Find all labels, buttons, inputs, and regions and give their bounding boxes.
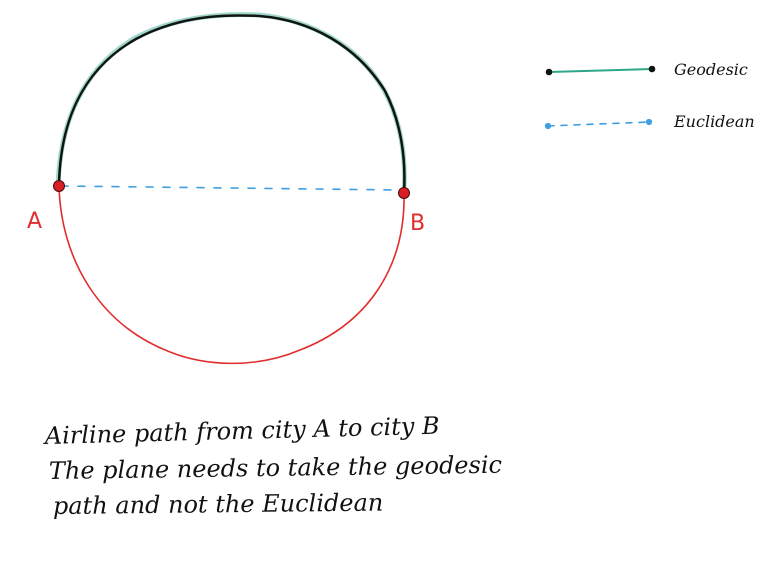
city-b-dot xyxy=(398,187,410,199)
note-line-3: path and not the Euclidean xyxy=(53,489,384,520)
handwritten-note: Airline path from city A to city B The p… xyxy=(42,412,502,520)
legend-euclidean-label: Euclidean xyxy=(673,112,755,131)
legend-euclidean-start-dot xyxy=(544,122,552,130)
legend-geodesic-end-dot xyxy=(648,65,656,73)
geodesic-upper-arc xyxy=(57,14,406,194)
euclidean-dashed-line xyxy=(60,185,401,191)
legend: Geodesic Euclidean xyxy=(544,60,755,131)
legend-geodesic-line xyxy=(548,68,653,73)
geodesic-upper-arc-highlight xyxy=(55,12,407,195)
note-line-1: Airline path from city A to city B xyxy=(42,412,440,450)
legend-geodesic-label: Geodesic xyxy=(674,60,748,79)
diagram-circle: A B xyxy=(27,12,425,365)
lower-arc xyxy=(58,185,405,365)
city-b-label: B xyxy=(410,211,425,236)
city-a-dot xyxy=(53,180,65,192)
note-line-2: The plane needs to take the geodesic xyxy=(49,451,502,485)
legend-geodesic-start-dot xyxy=(545,68,553,76)
legend-euclidean-end-dot xyxy=(645,118,653,126)
legend-euclidean-line xyxy=(547,121,650,127)
city-a-label: A xyxy=(27,209,42,234)
